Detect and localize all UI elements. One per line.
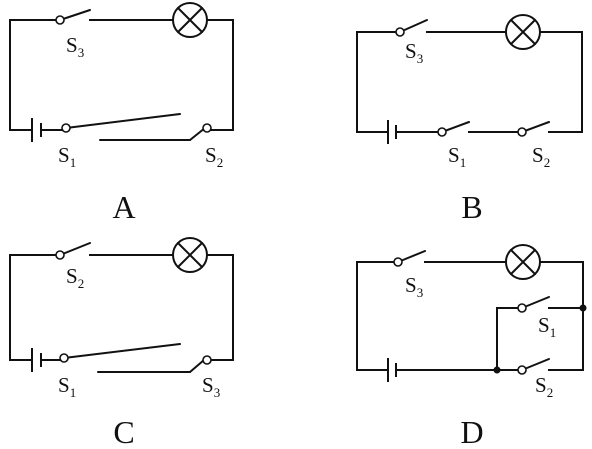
battery-symbol	[387, 120, 397, 144]
switch-s2	[517, 121, 550, 137]
circuit-d: S3 S1 S2 D	[356, 244, 587, 449]
option-letter: D	[460, 414, 483, 449]
switch-s3	[395, 19, 428, 37]
switch-lever	[59, 242, 91, 256]
switch-contact	[202, 123, 212, 133]
junction-dot	[493, 366, 501, 374]
switch-s3	[97, 355, 212, 373]
switch-s2	[517, 358, 550, 375]
switch-lever	[397, 250, 426, 263]
switch-contact	[202, 355, 212, 365]
switch-s2	[55, 242, 91, 260]
circuit-d-wires	[356, 261, 584, 371]
switch-contact	[517, 303, 527, 313]
circuit-b-wires	[356, 31, 583, 133]
switch-lever	[521, 358, 550, 371]
switch-label-top: S2	[66, 264, 84, 291]
switch-contact	[55, 15, 65, 25]
switch-label-bottom-left: S1	[58, 373, 76, 400]
switch-s1	[59, 343, 181, 363]
switch-lever	[63, 343, 181, 359]
switch-s3	[55, 9, 91, 25]
switch-lever	[59, 9, 91, 21]
switch-label-bottom-left: S1	[58, 143, 76, 170]
switch-contact	[517, 365, 527, 375]
option-letter: C	[113, 414, 134, 449]
switch-label-parallel-lower: S2	[535, 373, 553, 400]
option-letter: B	[461, 189, 482, 225]
lamp-cross-line	[510, 249, 536, 275]
switch-s2	[99, 123, 212, 141]
switch-contact	[395, 27, 405, 37]
lamp-symbol	[505, 14, 541, 50]
lamp-symbol	[172, 237, 208, 273]
switch-lever	[189, 127, 206, 141]
switch-s1	[61, 113, 181, 133]
switch-label-top: S3	[405, 273, 423, 300]
switch-s1	[517, 296, 550, 313]
switch-contact	[59, 353, 69, 363]
lamp-cross-line	[177, 7, 203, 33]
switch-lever	[521, 296, 550, 309]
switch-label-bottom-left: S1	[448, 143, 466, 170]
battery-symbol	[387, 358, 397, 382]
switch-label-bottom-right: S2	[205, 143, 223, 170]
switch-contact	[55, 250, 65, 260]
lamp-symbol	[505, 244, 541, 280]
switch-contact	[393, 257, 403, 267]
circuit-b: S3 S1 S2 B	[356, 14, 583, 225]
switch-label-bottom-right: S2	[532, 143, 550, 170]
lamp-cross-line	[510, 19, 536, 45]
option-letter: A	[112, 189, 135, 225]
battery-symbol	[31, 118, 42, 142]
switch-contact	[437, 127, 447, 137]
switch-label-bottom-right: S3	[202, 373, 220, 400]
circuit-a-wires	[9, 19, 234, 131]
circuit-c: S2 S1 S3 C	[9, 237, 234, 449]
switch-label-top: S3	[405, 39, 423, 66]
lamp-symbol	[172, 2, 208, 38]
switch-s3	[393, 250, 426, 267]
switch-contact	[517, 127, 527, 137]
circuit-a: S3 S1 S2 A	[9, 2, 234, 225]
junction-dot	[579, 304, 587, 312]
switch-label-parallel-upper: S1	[538, 313, 556, 340]
switch-lever	[65, 113, 181, 129]
switch-lever	[189, 359, 205, 373]
switch-contact	[61, 123, 71, 133]
switch-lever	[399, 19, 428, 33]
battery-symbol	[31, 348, 42, 372]
lamp-cross-line	[177, 242, 203, 268]
switch-s1	[437, 121, 470, 137]
switch-label-top: S3	[66, 33, 84, 60]
circuit-c-wires	[9, 254, 234, 361]
